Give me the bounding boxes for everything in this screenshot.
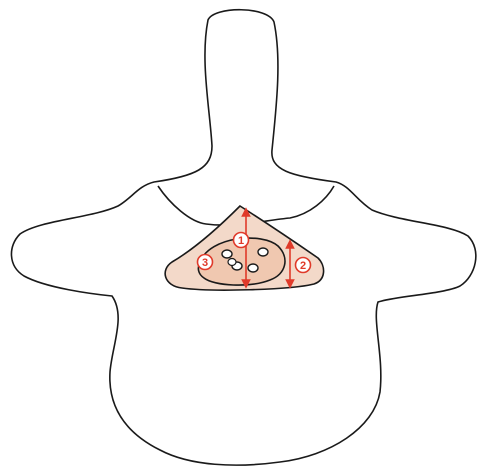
nerve-root	[248, 264, 258, 272]
marker-1: 1	[234, 233, 249, 248]
marker-3-label: 3	[202, 257, 208, 269]
marker-2-label: 2	[300, 260, 306, 272]
nerve-root	[228, 259, 236, 266]
marker-2: 2	[296, 258, 311, 273]
nerve-root	[258, 248, 268, 256]
nerve-root	[222, 250, 232, 258]
marker-1-label: 1	[238, 235, 244, 247]
marker-3: 3	[198, 255, 213, 270]
